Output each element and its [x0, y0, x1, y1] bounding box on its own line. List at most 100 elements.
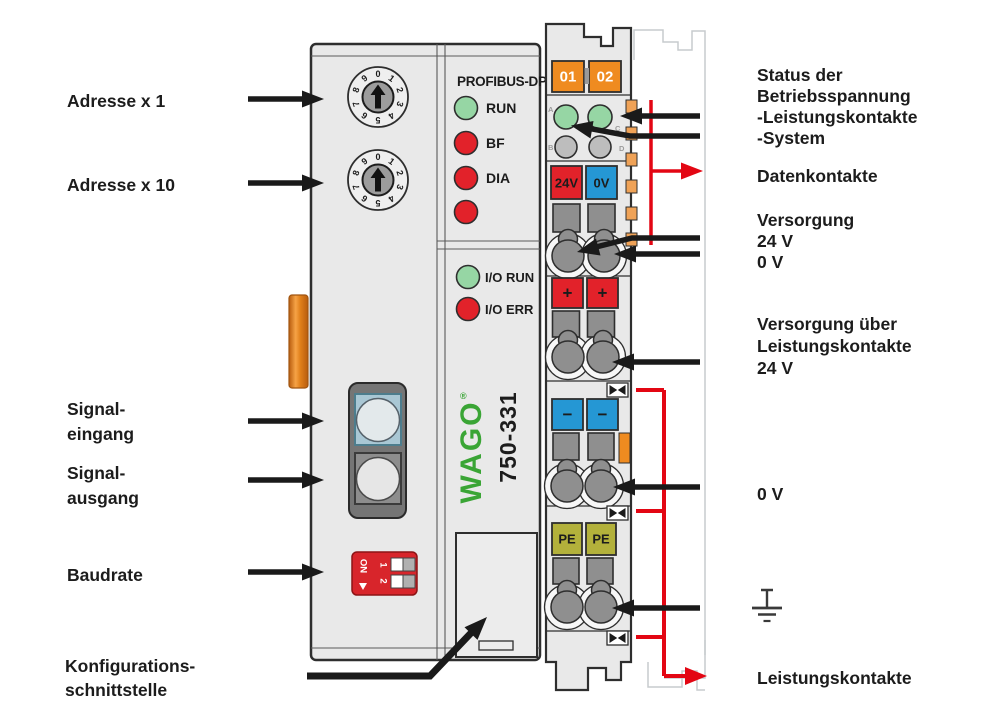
rotary-digit: 9 — [360, 156, 370, 167]
label-datenkontakte: Datenkontakte — [757, 166, 878, 186]
power-jumper-contact-icons — [606, 382, 629, 646]
power-contacts-arrow-icon — [685, 667, 707, 685]
module-led-b — [554, 135, 578, 159]
rotary-digit: 8 — [351, 86, 362, 94]
arrow-versorgung-0v — [614, 245, 700, 263]
label-signal-eingang-2: eingang — [67, 424, 134, 444]
label-adresse-x10: Adresse x 10 — [67, 175, 175, 195]
clamp-pair-plus — [544, 329, 627, 381]
red-callout-lines — [636, 100, 707, 685]
dip-slot-2 — [402, 574, 416, 589]
terminal-0v-tag — [585, 165, 618, 200]
led-run — [453, 95, 479, 121]
terminal-pe2-label: PE — [592, 532, 610, 547]
led-io-err-label: I/O ERR — [485, 302, 534, 317]
arrow-signal-eingang — [248, 412, 324, 430]
arrow-baudrate — [248, 563, 324, 581]
led-bf — [453, 130, 479, 156]
led-bf-label: BF — [486, 135, 505, 151]
arrow-status-2 — [571, 121, 700, 139]
terminal-plus1-label: + — [563, 284, 573, 303]
channel-02-label: 02 — [597, 69, 614, 86]
right-labels: Status der Betriebsspannung -Leistungsko… — [752, 65, 918, 688]
led-io-run — [455, 264, 481, 290]
jumper-contact-icon — [606, 630, 629, 646]
arrow-leistungskontakte-24v — [612, 353, 700, 371]
earth-ground-icon — [752, 588, 782, 623]
channel-tag-link — [584, 68, 589, 84]
label-signal-ausgang-2: ausgang — [67, 488, 139, 508]
arrow-adresse-x10 — [248, 174, 324, 192]
data-contacts-line — [649, 100, 682, 245]
label-konfiguration-2: schnittstelle — [65, 680, 167, 700]
label-konfiguration-1: Konfigurations- — [65, 656, 195, 676]
power-contacts-line — [636, 388, 686, 678]
dip-slot-1 — [402, 557, 416, 572]
rotary-digit: 5 — [375, 115, 380, 125]
dip-toggle-2 — [390, 574, 404, 589]
channel-01-label: 01 — [560, 69, 577, 86]
release-latch — [288, 294, 309, 389]
label-status-2: Betriebsspannung — [757, 86, 911, 106]
label-status-4: -System — [757, 128, 825, 148]
arrow-adresse-x1 — [248, 90, 324, 108]
left-labels: Adresse x 1 Adresse x 10 Signal- eingang… — [65, 91, 195, 700]
label-versorgung-lk-2: Leistungskontakte — [757, 336, 912, 356]
clamp-pair-minus — [543, 458, 625, 510]
dip-row2-number: 2 — [378, 578, 389, 583]
led-letter-c: C — [615, 124, 621, 133]
label-versorgung-3: 0 V — [757, 252, 784, 272]
arrow-0v — [613, 478, 700, 496]
led-letter-a: A — [548, 105, 554, 114]
rotary-digit: 6 — [360, 110, 370, 121]
label-status-1: Status der — [757, 65, 843, 85]
rotary-digit: 5 — [375, 198, 380, 208]
terminal-minus2-label: − — [598, 405, 608, 424]
model-number: 750-331 — [495, 391, 521, 482]
terminal-pe2-tag — [585, 522, 617, 556]
rotary-digit: 2 — [394, 86, 405, 94]
terminal-plus2-tag — [586, 277, 619, 309]
rotary-digit: 2 — [394, 169, 405, 177]
signal-output-socket — [355, 456, 401, 502]
dip-toggle-1 — [390, 557, 404, 572]
rotary-digit: 7 — [351, 183, 362, 191]
label-versorgung-lk-3: 24 V — [757, 358, 793, 378]
module-led-a — [553, 104, 579, 130]
led-spare — [453, 199, 479, 225]
wire-clamp-slots — [551, 203, 616, 585]
terminal-minus2-tag — [586, 398, 619, 431]
led-letter-b: B — [548, 143, 554, 152]
label-baudrate: Baudrate — [67, 565, 143, 585]
config-cover-notch — [478, 640, 514, 651]
rotary-digit: 0 — [375, 152, 380, 162]
led-letter-d: D — [619, 144, 625, 153]
label-leistungskontakte: Leistungskontakte — [757, 668, 912, 688]
rotary-digit: 8 — [351, 169, 362, 177]
label-versorgung-2: 24 V — [757, 231, 793, 251]
dip-on-arrow-icon — [359, 583, 367, 590]
arrow-konfiguration — [307, 617, 487, 680]
module-led-d — [588, 135, 612, 159]
rotary-digit: 7 — [351, 100, 362, 108]
rotary-digit: 4 — [387, 193, 397, 204]
led-run-label: RUN — [486, 100, 516, 116]
baudrate-dip-switch: ON 1 2 — [351, 551, 418, 596]
jumper-contact-icon — [606, 382, 629, 398]
terminal-24v-label: 24V — [555, 176, 578, 191]
rotary-pointer-icon — [370, 84, 386, 109]
dip-row1-number: 1 — [378, 562, 389, 568]
rotary-digit: 4 — [387, 110, 397, 121]
dip-on-label: ON — [358, 559, 369, 573]
label-signal-eingang-1: Signal- — [67, 399, 126, 419]
led-dia — [453, 165, 479, 191]
annotation-arrows — [248, 90, 700, 680]
terminal-pe1-label: PE — [558, 532, 576, 547]
label-signal-ausgang-1: Signal- — [67, 463, 126, 483]
